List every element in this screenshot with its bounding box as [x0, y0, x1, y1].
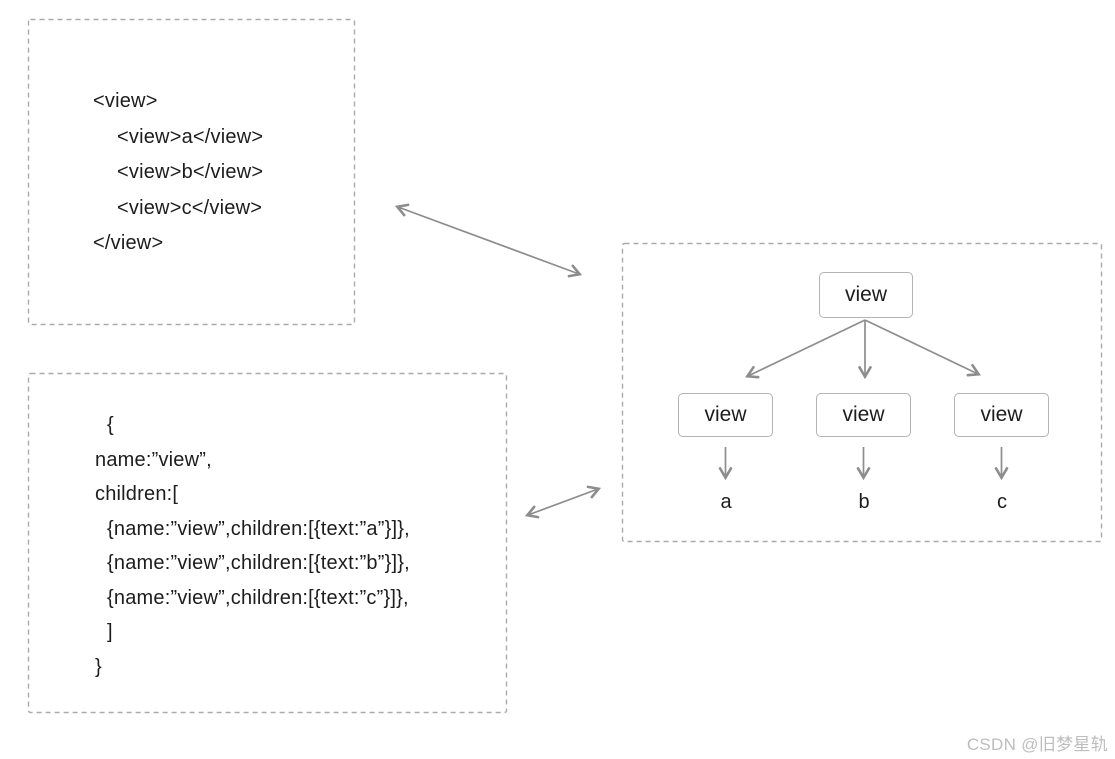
xml-line: </view>	[93, 232, 164, 254]
json-tree-double-arrow	[524, 485, 602, 519]
tree-diagram-panel: view view view view a b c	[622, 243, 1102, 542]
xml-code-panel: <view> <view>a</view> <view>b</view> <vi…	[28, 19, 355, 325]
json-line: {name:”view”,children:[{text:”c”}]},	[107, 586, 409, 609]
json-line: name:”view”,	[95, 448, 212, 471]
json-line: {name:”view”,children:[{text:”a”}]},	[107, 517, 410, 540]
xml-line: <view>b</view>	[117, 161, 264, 183]
xml-line: <view>	[93, 90, 158, 112]
xml-line: <view>a</view>	[117, 125, 264, 148]
branch-arrow-right	[864, 319, 981, 377]
tree-child-node: view	[678, 393, 773, 437]
tree-leaf-label: a	[720, 491, 732, 513]
tree-child-node: view	[954, 393, 1049, 437]
xml-tree-double-arrow	[394, 203, 583, 278]
tree-leaf-label: c	[997, 491, 1007, 513]
json-line: }	[95, 655, 102, 678]
json-line: {name:”view”,children:[{text:”b”}]},	[107, 552, 410, 574]
branch-arrow-left	[745, 319, 866, 379]
json-line: children:[	[95, 483, 179, 505]
tree-root-node: view	[819, 272, 913, 318]
json-line: ]	[107, 621, 113, 643]
json-code-panel: { name:”view”, children:[ {name:”view”,c…	[28, 373, 507, 713]
tree-child-node: view	[816, 393, 911, 437]
tree-leaf-label: b	[858, 491, 870, 513]
json-line: {	[107, 414, 114, 436]
watermark-text: CSDN @旧梦星轨	[966, 735, 1108, 754]
xml-line: <view>c</view>	[117, 196, 263, 219]
